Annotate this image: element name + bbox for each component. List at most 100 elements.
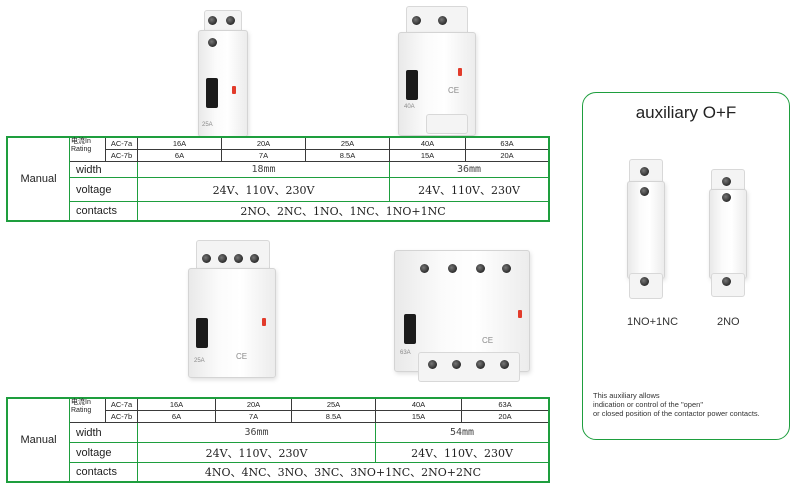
aux-note-line1: This auxiliary allows — [593, 391, 660, 400]
contactor-4-pole-54mm-image: CE 63A — [392, 236, 530, 384]
ac7a-value: 16A — [138, 138, 222, 150]
ac7a-value: 40A — [376, 399, 462, 411]
ac7a-value: 63A — [462, 399, 548, 411]
voltage-value: 24V、110V、230V — [138, 443, 376, 463]
auxiliary-title: auxiliary O+F — [635, 103, 737, 122]
spec-table-top: Manual 电流In Rating AC-7a AC-7b 16A 20A 2… — [6, 136, 550, 222]
manual-label: Manual — [8, 138, 70, 220]
ac7b-value: 7A — [222, 150, 306, 162]
manual-lever — [206, 78, 218, 108]
device-body — [188, 268, 276, 378]
rating-label-line2: Rating — [71, 407, 92, 414]
ac7b-label: AC-7b — [106, 150, 138, 162]
device-body — [627, 181, 665, 279]
screw-icon — [208, 16, 217, 25]
ac7b-value: 15A — [376, 411, 462, 423]
screw-icon — [502, 264, 511, 273]
ac7b-value: 8.5A — [292, 411, 376, 423]
rating-label-line1: 电流In — [71, 399, 91, 406]
indicator-led — [262, 318, 266, 326]
width-value-18mm: 18mm — [138, 162, 390, 178]
width-value-54mm: 54mm — [376, 423, 548, 443]
auxiliary-description: This auxiliary allows indication or cont… — [593, 391, 789, 418]
indicator-led — [518, 310, 522, 318]
contactor-2-module-image: CE 40A — [396, 6, 476, 136]
screw-icon — [202, 254, 211, 263]
ac7b-value: 20A — [462, 411, 548, 423]
ce-mark: CE — [448, 86, 460, 95]
ac7a-value: 63A — [466, 138, 548, 150]
width-value-36mm: 36mm — [390, 162, 548, 178]
screw-icon — [476, 264, 485, 273]
screw-icon — [438, 16, 447, 25]
screw-icon — [234, 254, 243, 263]
rating-mark: 40A — [404, 104, 415, 110]
screw-icon — [722, 193, 731, 202]
ac7b-value: 20A — [466, 150, 548, 162]
aux-label-1no1nc: 1NO+1NC — [627, 316, 679, 328]
rating-label: 电流In Rating — [70, 138, 106, 162]
voltage-label: voltage — [70, 443, 138, 463]
ac7a-value: 20A — [216, 399, 292, 411]
manual-label: Manual — [8, 399, 70, 481]
screw-icon — [722, 177, 731, 186]
contacts-label: contacts — [70, 202, 138, 220]
contactor-1-module-image: 25A — [196, 10, 248, 137]
width-value-36mm: 36mm — [138, 423, 376, 443]
screw-icon — [640, 187, 649, 196]
rating-mark: 25A — [202, 122, 213, 128]
device-body — [709, 189, 747, 279]
voltage-value: 24V、110V、230V — [390, 178, 548, 202]
auxiliary-panel: auxiliary O+F 1NO+1NC 2NO This auxiliary… — [582, 92, 790, 440]
manual-lever — [406, 70, 418, 100]
ce-mark: CE — [236, 352, 248, 361]
voltage-value: 24V、110V、230V — [376, 443, 548, 463]
auxiliary-contact-2no-image — [707, 169, 747, 299]
rating-label-line1: 电流In — [71, 138, 91, 145]
ac7a-value: 40A — [390, 138, 466, 150]
screw-icon — [412, 16, 421, 25]
screw-icon — [218, 254, 227, 263]
aux-label-2no: 2NO — [717, 316, 740, 328]
contactor-4-pole-36mm-image: CE 25A — [186, 240, 276, 380]
screw-icon — [476, 360, 485, 369]
width-label: width — [70, 423, 138, 443]
screw-icon — [420, 264, 429, 273]
aux-note-line3: or closed position of the contactor powe… — [593, 409, 760, 418]
screw-icon — [640, 167, 649, 176]
contacts-value: 2NO、2NC、1NO、1NC、1NO+1NC — [240, 205, 446, 218]
width-label: width — [70, 162, 138, 178]
voltage-label: voltage — [70, 178, 138, 202]
ac7b-value: 7A — [216, 411, 292, 423]
ac7a-label: AC-7a — [106, 399, 138, 411]
ac7b-value: 6A — [138, 411, 216, 423]
ac7a-value: 25A — [292, 399, 376, 411]
rating-label-line2: Rating — [71, 146, 92, 153]
aux-note-line2: indication or control of the "open" — [593, 400, 703, 409]
screw-icon — [452, 360, 461, 369]
indicator-led — [458, 68, 462, 76]
manual-lever — [196, 318, 208, 348]
screw-icon — [208, 38, 217, 47]
auxiliary-contact-1no1nc-image — [625, 159, 665, 299]
spec-table-bottom: Manual 电流In Rating AC-7a AC-7b 16A 20A 2… — [6, 397, 550, 483]
screw-icon — [226, 16, 235, 25]
screw-icon — [250, 254, 259, 263]
terminal-block — [426, 114, 468, 134]
rating-mark: 63A — [400, 350, 411, 356]
screw-icon — [500, 360, 509, 369]
ac7a-value: 20A — [222, 138, 306, 150]
manual-lever — [404, 314, 416, 344]
screw-icon — [448, 264, 457, 273]
contacts-label: contacts — [70, 463, 138, 481]
ac7b-value: 8.5A — [306, 150, 390, 162]
indicator-led — [232, 86, 236, 94]
screw-icon — [722, 277, 731, 286]
screw-icon — [428, 360, 437, 369]
ce-mark: CE — [482, 336, 494, 345]
ac7b-label: AC-7b — [106, 411, 138, 423]
ac7b-value: 6A — [138, 150, 222, 162]
ac7b-value: 15A — [390, 150, 466, 162]
rating-label: 电流In Rating — [70, 399, 106, 423]
ac7a-value: 16A — [138, 399, 216, 411]
